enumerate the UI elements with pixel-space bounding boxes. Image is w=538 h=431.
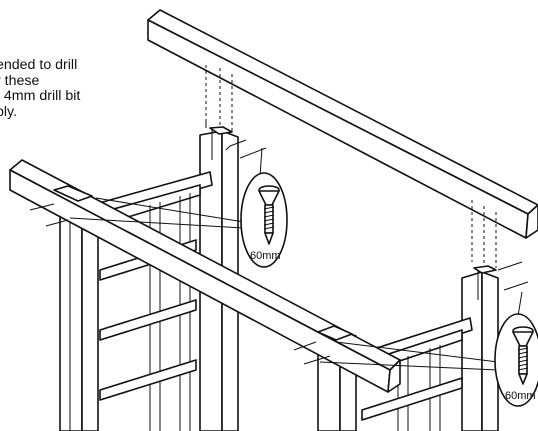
insertion-guides xyxy=(205,65,497,268)
screw-icon xyxy=(258,185,280,245)
instruction-text: ended to drill r these 4mm drill bit bly… xyxy=(0,58,140,148)
screws xyxy=(29,139,529,365)
front-top-rail xyxy=(9,159,401,393)
instruction-line: ended to drill xyxy=(0,58,78,73)
screw-length-label: 60mm xyxy=(250,250,281,262)
leader-lines xyxy=(69,147,523,371)
right-back-post xyxy=(461,265,499,431)
screw-length-label: 60mm xyxy=(505,390,536,402)
screw-icon xyxy=(512,326,534,385)
instruction-line: 4mm drill bit xyxy=(0,88,81,104)
instruction-line: r these xyxy=(0,72,40,89)
screw-callout: 60mm xyxy=(494,313,538,407)
instruction-line: bly. xyxy=(0,103,18,120)
screw-callout: 60mm xyxy=(240,172,288,268)
back-top-rail xyxy=(147,9,538,239)
